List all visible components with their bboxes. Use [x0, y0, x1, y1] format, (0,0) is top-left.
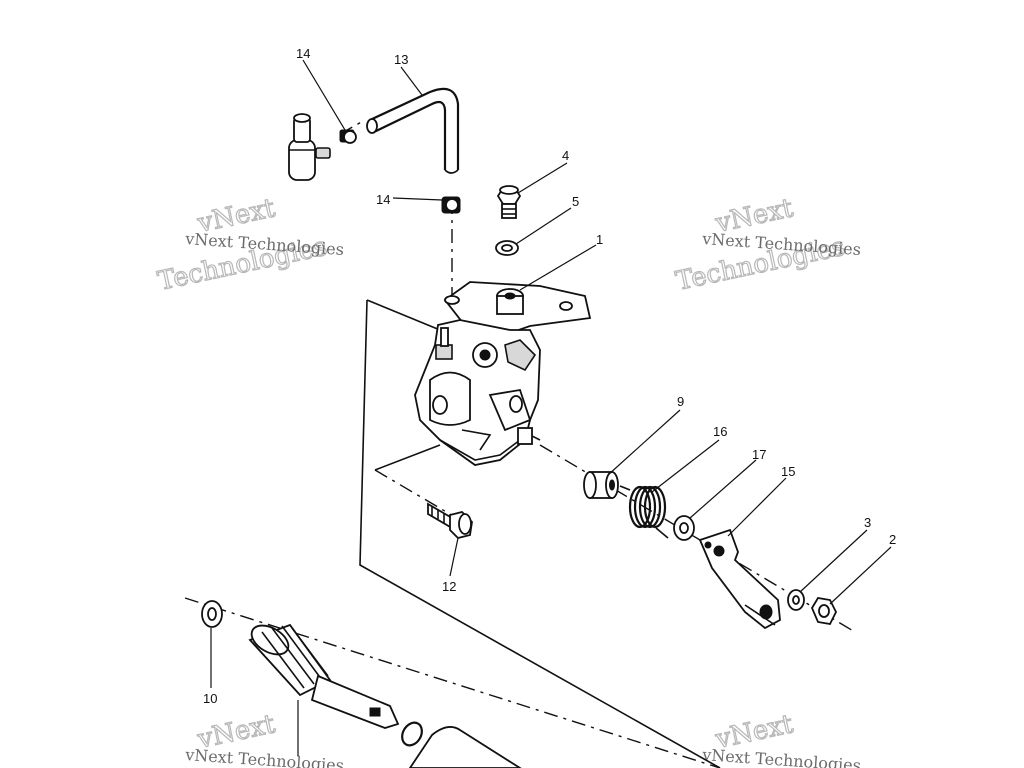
mounting-bolt — [427, 502, 473, 539]
callout-2: 2 — [889, 532, 896, 547]
fitting-part — [288, 113, 331, 181]
watermark-bottom-left: vNext vNext Technologies — [184, 709, 345, 768]
return-spring — [619, 485, 669, 539]
o-ring — [401, 721, 423, 747]
oil-pump-body — [414, 281, 592, 466]
lever-washer — [787, 589, 805, 611]
callout-14-top: 14 — [296, 46, 310, 61]
leader-lines — [210, 59, 892, 756]
watermark-bottom-right: vNext vNext Technologies — [701, 709, 862, 768]
callout-16: 16 — [713, 424, 727, 439]
callout-9: 9 — [677, 394, 684, 409]
watermark-top-right: vNext Technologies vNext Technologies — [673, 193, 862, 298]
oil-hose — [366, 87, 460, 174]
callout-12: 12 — [442, 579, 456, 594]
hose-clamp-lower — [441, 196, 461, 214]
bleed-screw — [496, 185, 522, 219]
callout-17: 17 — [752, 447, 766, 462]
shaft-washer — [201, 600, 223, 628]
sealing-washer — [495, 240, 519, 256]
callout-13: 13 — [394, 52, 408, 67]
pump-control-lever — [698, 528, 781, 630]
lever-nut — [810, 597, 838, 625]
drive-housing — [408, 726, 522, 768]
pump-drive-gear — [248, 623, 400, 729]
svg-text:vNext Technologies: vNext Technologies — [701, 745, 862, 768]
callout-14-lower: 14 — [376, 192, 390, 207]
bushing — [583, 471, 619, 499]
callout-5: 5 — [572, 194, 579, 209]
watermark-top-left: vNext Technologies vNext Technologies — [155, 193, 345, 298]
svg-text:vNext Technologies: vNext Technologies — [184, 745, 345, 768]
callout-3: 3 — [864, 515, 871, 530]
callout-10: 10 — [203, 691, 217, 706]
callout-labels: 14 13 14 4 5 1 9 16 17 15 3 2 10 12 — [203, 46, 896, 706]
hose-clamp-upper — [339, 129, 357, 144]
callout-4: 4 — [562, 148, 569, 163]
callout-1: 1 — [596, 232, 603, 247]
thrust-washer — [673, 515, 695, 541]
callout-15: 15 — [781, 464, 795, 479]
